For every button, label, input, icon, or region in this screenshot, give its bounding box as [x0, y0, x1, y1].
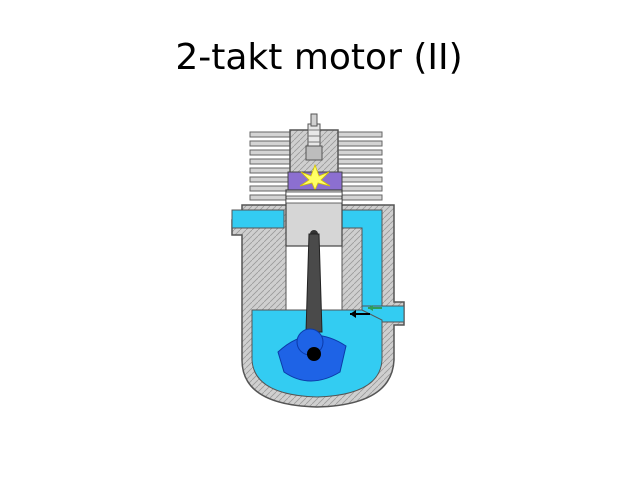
exhaust-port-channel: [231, 209, 285, 229]
spark-plug: [305, 113, 323, 161]
engine-diagram: [222, 110, 412, 410]
crankshaft-axle: [307, 347, 321, 361]
intake-arrow: [350, 305, 382, 318]
engine-cross-section: [231, 113, 405, 408]
connecting-rod: [305, 233, 323, 333]
slide-title: 2-takt motor (II): [175, 37, 463, 78]
